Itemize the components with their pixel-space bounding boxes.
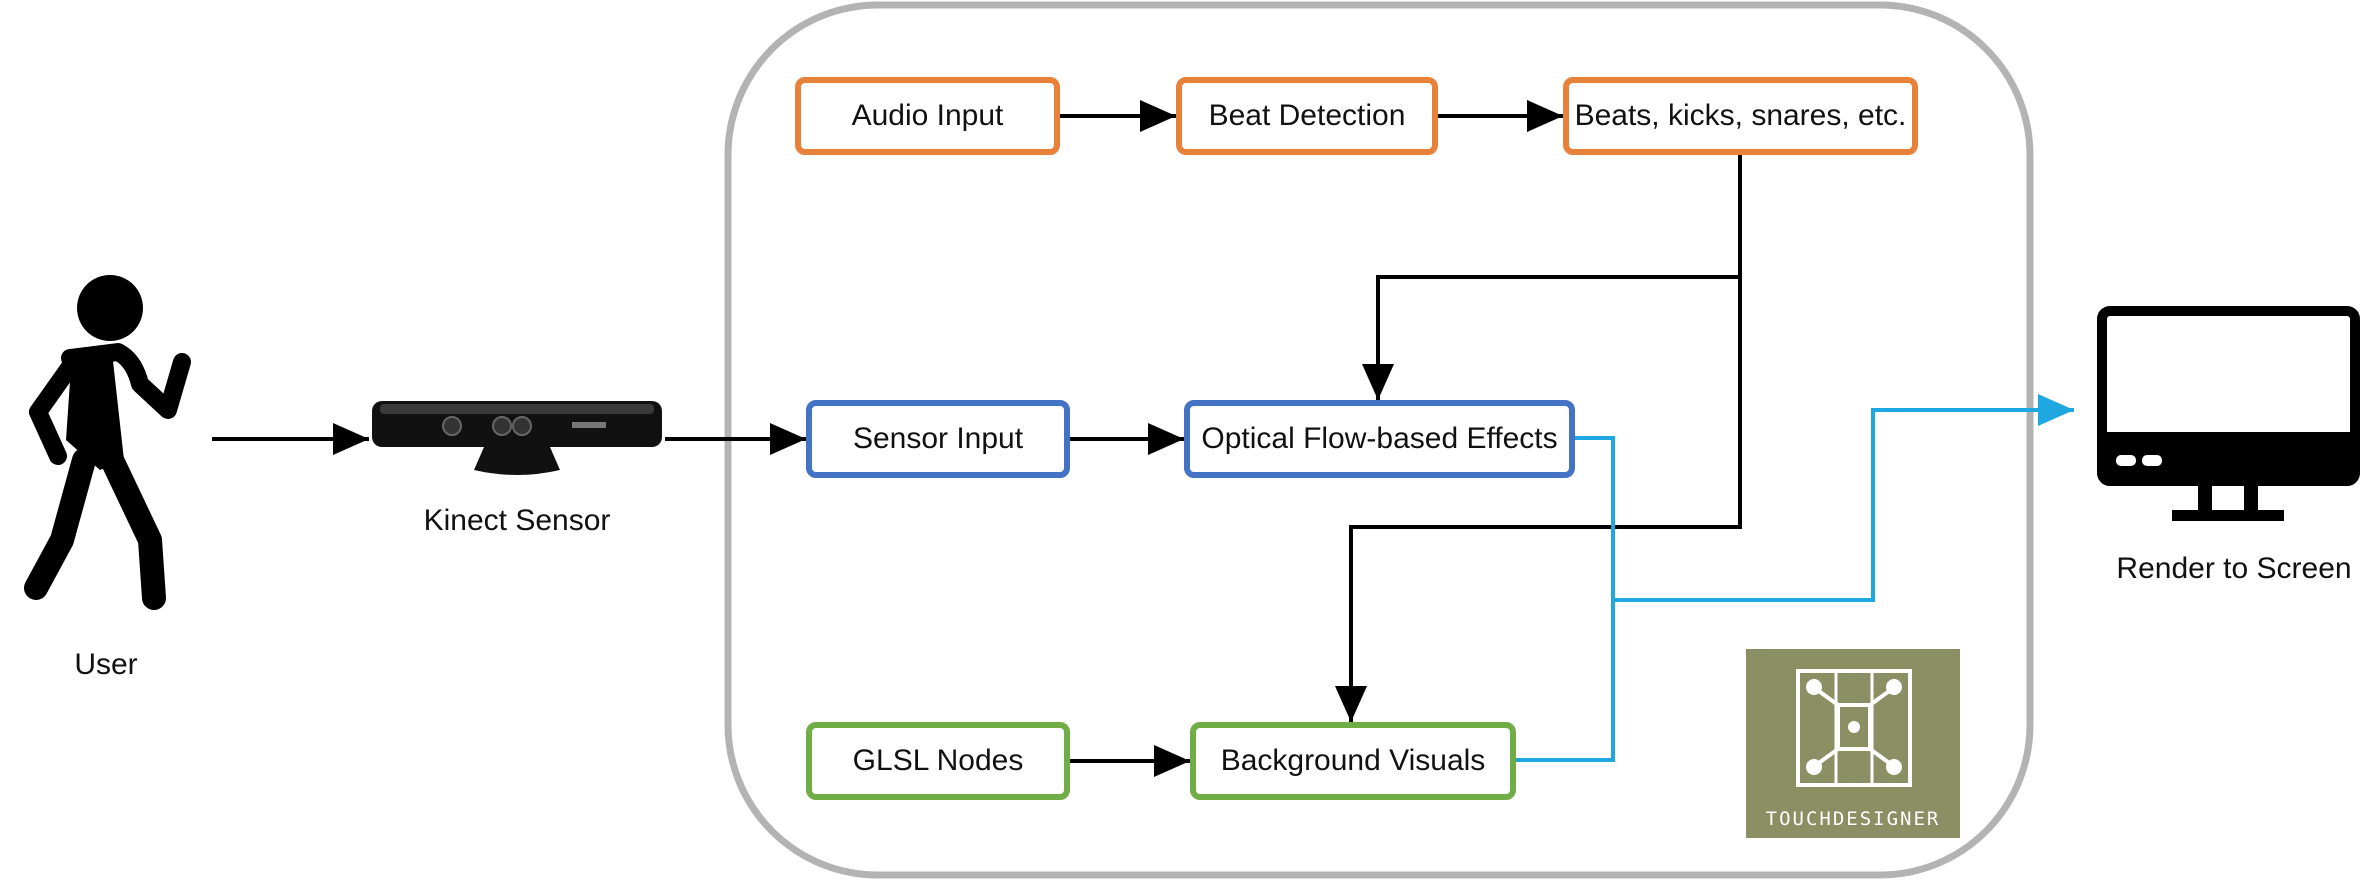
render-to-screen-label: Render to Screen bbox=[2116, 552, 2352, 585]
beats-output-node: Beats, kicks, snares, etc. bbox=[1563, 77, 1918, 155]
glsl-nodes-node: GLSL Nodes bbox=[806, 722, 1070, 800]
audio-input-node: Audio Input bbox=[795, 77, 1060, 155]
sensor-input-node: Sensor Input bbox=[806, 400, 1070, 478]
kinect-label: Kinect Sensor bbox=[423, 504, 611, 537]
optical-flow-effects-node: Optical Flow-based Effects bbox=[1184, 400, 1575, 478]
beat-detection-node: Beat Detection bbox=[1176, 77, 1438, 155]
monitor-icon bbox=[2097, 306, 2360, 521]
render-path-merge bbox=[1516, 436, 1615, 762]
touchdesigner-logo: TOUCHDESIGNER bbox=[1746, 649, 1960, 838]
arrow-beats-to-optical-flow bbox=[1362, 155, 1742, 400]
arrow-beats-to-background bbox=[1335, 277, 1742, 722]
kinect-sensor-icon bbox=[372, 401, 662, 475]
background-visuals-node: Background Visuals bbox=[1190, 722, 1516, 800]
touchdesigner-glyph-icon bbox=[1796, 669, 1912, 787]
user-label: User bbox=[74, 648, 138, 681]
touchdesigner-logo-text: TOUCHDESIGNER bbox=[1765, 808, 1941, 830]
user-icon bbox=[24, 275, 191, 610]
arrow-render-to-screen bbox=[1613, 394, 2074, 602]
